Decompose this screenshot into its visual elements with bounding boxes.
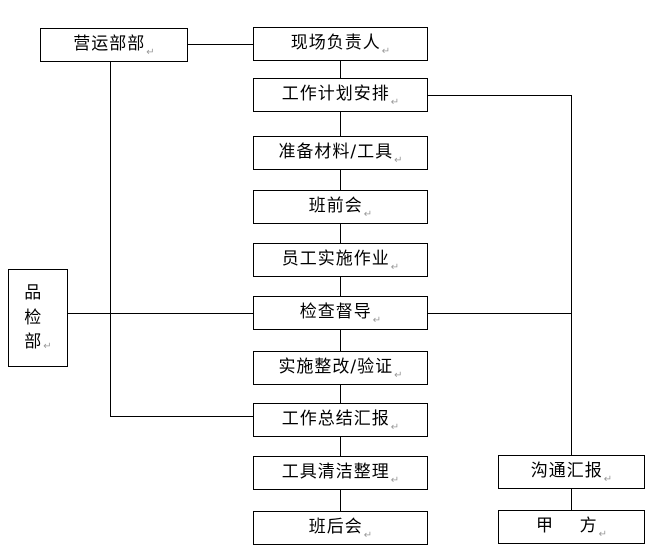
node-rectify-verify[interactable]: 实施整改/验证↵ <box>253 351 428 385</box>
node-site-manager-label: 现场负责人 <box>290 33 381 54</box>
connector-site-manager-to-work-plan <box>340 61 342 79</box>
node-pre-shift-meeting[interactable]: 班前会↵ <box>253 190 428 224</box>
pilcrow-mark-work-summary: ↵ <box>390 422 400 433</box>
connector-staff-operation-to-inspection <box>340 277 342 297</box>
pilcrow-mark-prepare-materials: ↵ <box>394 155 403 166</box>
node-post-shift-meeting[interactable]: 班后会↵ <box>253 511 428 545</box>
connector-quality-dept-to-inspection <box>68 313 254 315</box>
node-quality-dept-label: 品 检 部 <box>24 283 43 353</box>
node-site-manager[interactable]: 现场负责人↵ <box>253 27 428 61</box>
node-work-plan[interactable]: 工作计划安排↵ <box>253 78 428 112</box>
pilcrow-mark-pre-shift-meeting: ↵ <box>363 209 373 220</box>
pilcrow-mark-operations-dept: ↵ <box>146 47 155 58</box>
node-communication-report[interactable]: 沟通汇报↵ <box>498 455 645 489</box>
node-pre-shift-meeting-label: 班前会 <box>308 196 363 217</box>
connector-prepare-materials-to-pre-shift <box>340 170 342 191</box>
connector-inspection-to-rectify <box>340 330 342 352</box>
node-communication-report-label: 沟通汇报 <box>530 461 603 482</box>
node-client-party-a-label: 甲 方 <box>535 516 598 537</box>
connector-operations-to-site-manager <box>188 44 254 46</box>
connector-rectify-to-work-summary <box>340 385 342 404</box>
node-operations-dept[interactable]: 营运部部↵ <box>40 28 188 62</box>
connector-operations-to-work-summary <box>110 416 254 418</box>
pilcrow-mark-client-party-a: ↵ <box>598 529 607 540</box>
node-inspection-supervision-label: 检查督导 <box>299 302 372 323</box>
pilcrow-mark-staff-operation: ↵ <box>390 262 400 273</box>
connector-work-plan-to-right-trunk <box>428 95 572 97</box>
connector-inspection-to-right-trunk <box>428 313 572 315</box>
node-operations-dept-label: 营运部部 <box>73 34 146 55</box>
pilcrow-mark-communication-report: ↵ <box>603 474 613 485</box>
node-tool-cleaning-label: 工具清洁整理 <box>281 462 390 483</box>
pilcrow-mark-tool-cleaning: ↵ <box>390 475 400 486</box>
node-prepare-materials[interactable]: 准备材料/工具↵ <box>253 136 428 170</box>
pilcrow-mark-rectify-verify: ↵ <box>394 370 403 381</box>
connector-tool-cleaning-to-post-shift <box>340 490 342 512</box>
node-work-summary-label: 工作总结汇报 <box>281 409 390 430</box>
connector-communication-to-client <box>571 489 573 511</box>
connector-work-summary-to-tool-cleaning <box>340 437 342 457</box>
node-work-summary[interactable]: 工作总结汇报↵ <box>253 403 428 437</box>
node-staff-operation-label: 员工实施作业 <box>281 249 390 270</box>
pilcrow-mark-site-manager: ↵ <box>381 46 391 57</box>
connector-operations-vertical-trunk <box>110 62 112 417</box>
node-client-party-a[interactable]: 甲 方↵ <box>498 510 645 544</box>
node-post-shift-meeting-label: 班后会 <box>308 517 363 538</box>
node-inspection-supervision[interactable]: 检查督导↵ <box>253 296 428 330</box>
connector-work-plan-to-prepare-materials <box>340 112 342 137</box>
pilcrow-mark-quality-dept: ↵ <box>43 340 52 352</box>
node-rectify-verify-label: 实施整改/验证 <box>278 357 394 378</box>
node-staff-operation[interactable]: 员工实施作业↵ <box>253 243 428 277</box>
pilcrow-mark-post-shift-meeting: ↵ <box>363 530 373 541</box>
connector-right-vertical-trunk <box>571 95 573 456</box>
pilcrow-mark-inspection-supervision: ↵ <box>372 315 382 326</box>
node-tool-cleaning[interactable]: 工具清洁整理↵ <box>253 456 428 490</box>
pilcrow-mark-work-plan: ↵ <box>390 97 400 108</box>
node-prepare-materials-label: 准备材料/工具 <box>278 142 394 163</box>
node-work-plan-label: 工作计划安排 <box>281 84 390 105</box>
node-quality-dept[interactable]: 品 检 部↵ <box>8 269 68 367</box>
connector-pre-shift-to-staff-operation <box>340 224 342 244</box>
